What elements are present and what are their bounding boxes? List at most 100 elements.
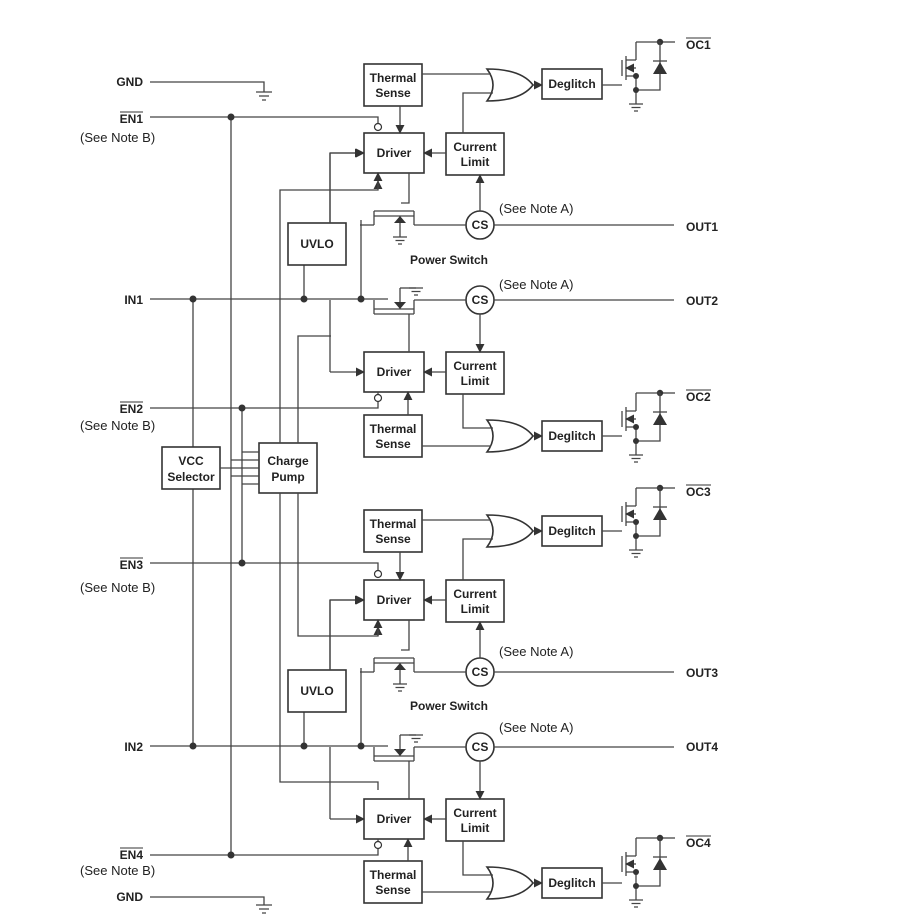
en4-note: (See Note B) <box>80 863 155 878</box>
cs-1: CS <box>465 210 495 240</box>
driver-1-text: Driver <box>377 146 412 160</box>
en3-note: (See Note B) <box>80 580 155 595</box>
deglitch-2-text: Deglitch <box>548 429 595 443</box>
power-switch-4 <box>373 734 466 762</box>
charge-pump-block: Charge Pump <box>258 442 318 494</box>
driver-2-text: Driver <box>377 365 412 379</box>
or-gate <box>485 68 535 102</box>
out1-label: OUT1 <box>686 220 718 234</box>
deglitch-4: Deglitch <box>541 867 603 899</box>
pump-label: Pump <box>271 470 304 484</box>
oc2-label: OC2 <box>686 390 711 404</box>
oc4-label: OC4 <box>686 836 711 850</box>
gnd-top-label: GND <box>116 75 143 89</box>
oc-transistor <box>621 38 675 112</box>
en1-note: (See Note B) <box>80 130 155 145</box>
thermal-sense-1-text-2: Sense <box>375 86 411 100</box>
driver-3-text: Driver <box>377 593 412 607</box>
out2-label: OUT2 <box>686 294 718 308</box>
deglitch-2: Deglitch <box>541 420 603 452</box>
current-limit-1-text-1: Current <box>453 140 496 154</box>
left-pins: GND EN1 (See Note B) IN1 EN2 (See Note B… <box>80 75 155 904</box>
current-limit-4-text-1: Current <box>453 806 496 820</box>
in2-label: IN2 <box>124 740 143 754</box>
power-switch-1 <box>360 210 466 245</box>
cs-2: CS <box>465 285 495 315</box>
input-wires <box>150 81 388 914</box>
cs-4: CS <box>465 732 495 762</box>
current-limit-4-text-2: Limit <box>461 821 490 835</box>
oc3-label: OC3 <box>686 485 711 499</box>
note-a-2: (See Note A) <box>499 277 573 292</box>
cs-text-2: CS <box>472 293 489 307</box>
thermal-sense-1-text-1: Thermal <box>370 71 417 85</box>
in1-label: IN1 <box>124 293 143 307</box>
power-switch-label-1: Power Switch <box>410 253 488 267</box>
en2-label: EN2 <box>120 402 144 416</box>
oc-transistor <box>621 834 675 908</box>
uvlo-text-2: UVLO <box>300 684 333 698</box>
cs-text-3: CS <box>472 665 489 679</box>
or-gate <box>485 866 535 900</box>
thermal-sense-4-text-2: Sense <box>375 883 411 897</box>
out3-label: OUT3 <box>686 666 718 680</box>
current-limit-2-text-2: Limit <box>461 374 490 388</box>
current-limit-2-text-1: Current <box>453 359 496 373</box>
thermal-sense-4-text-1: Thermal <box>370 868 417 882</box>
deglitch-4-text: Deglitch <box>548 876 595 890</box>
driver-3: Driver <box>363 579 425 621</box>
junction-dots <box>189 113 365 859</box>
power-switch-3 <box>360 657 466 692</box>
note-a-1: (See Note A) <box>499 201 573 216</box>
thermal-sense-3-text-1: Thermal <box>370 517 417 531</box>
vcc-selector-block: VCC Selector <box>161 446 221 490</box>
charge-label: Charge <box>267 454 309 468</box>
oc-transistor <box>621 484 675 558</box>
deglitch-1: Deglitch <box>541 68 603 100</box>
driver-4: Driver <box>363 798 425 840</box>
vcc-label: VCC <box>178 454 204 468</box>
cs-3: CS <box>465 657 495 687</box>
thermal-sense-3-text-2: Sense <box>375 532 411 546</box>
oc1-label: OC1 <box>686 38 711 52</box>
uvlo-block-2: UVLO <box>287 595 364 713</box>
thermal-sense-2-text-2: Sense <box>375 437 411 451</box>
current-limit-3-text-2: Limit <box>461 602 490 616</box>
thermal-sense-2-text-1: Thermal <box>370 422 417 436</box>
note-a-4: (See Note A) <box>499 720 573 735</box>
gnd-bottom-label: GND <box>116 890 143 904</box>
or-gate <box>485 514 535 548</box>
en2-note: (See Note B) <box>80 418 155 433</box>
power-switch-label-3: Power Switch <box>410 699 488 713</box>
driver-4-text: Driver <box>377 812 412 826</box>
selector-label: Selector <box>167 470 215 484</box>
or-gate <box>485 419 535 453</box>
en3-label: EN3 <box>120 558 144 572</box>
cs-text-4: CS <box>472 740 489 754</box>
en1-label: EN1 <box>120 112 144 126</box>
current-limit-1-text-2: Limit <box>461 155 490 169</box>
deglitch-1-text: Deglitch <box>548 77 595 91</box>
en4-label: EN4 <box>120 848 144 862</box>
out4-label: OUT4 <box>686 740 718 754</box>
cs-text-1: CS <box>472 218 489 232</box>
current-limit-3-text-1: Current <box>453 587 496 601</box>
power-switch-2 <box>373 287 466 315</box>
uvlo-block-1: UVLO <box>287 148 364 266</box>
deglitch-3: Deglitch <box>541 515 603 547</box>
note-a-3: (See Note A) <box>499 644 573 659</box>
oc-transistor <box>621 389 675 463</box>
